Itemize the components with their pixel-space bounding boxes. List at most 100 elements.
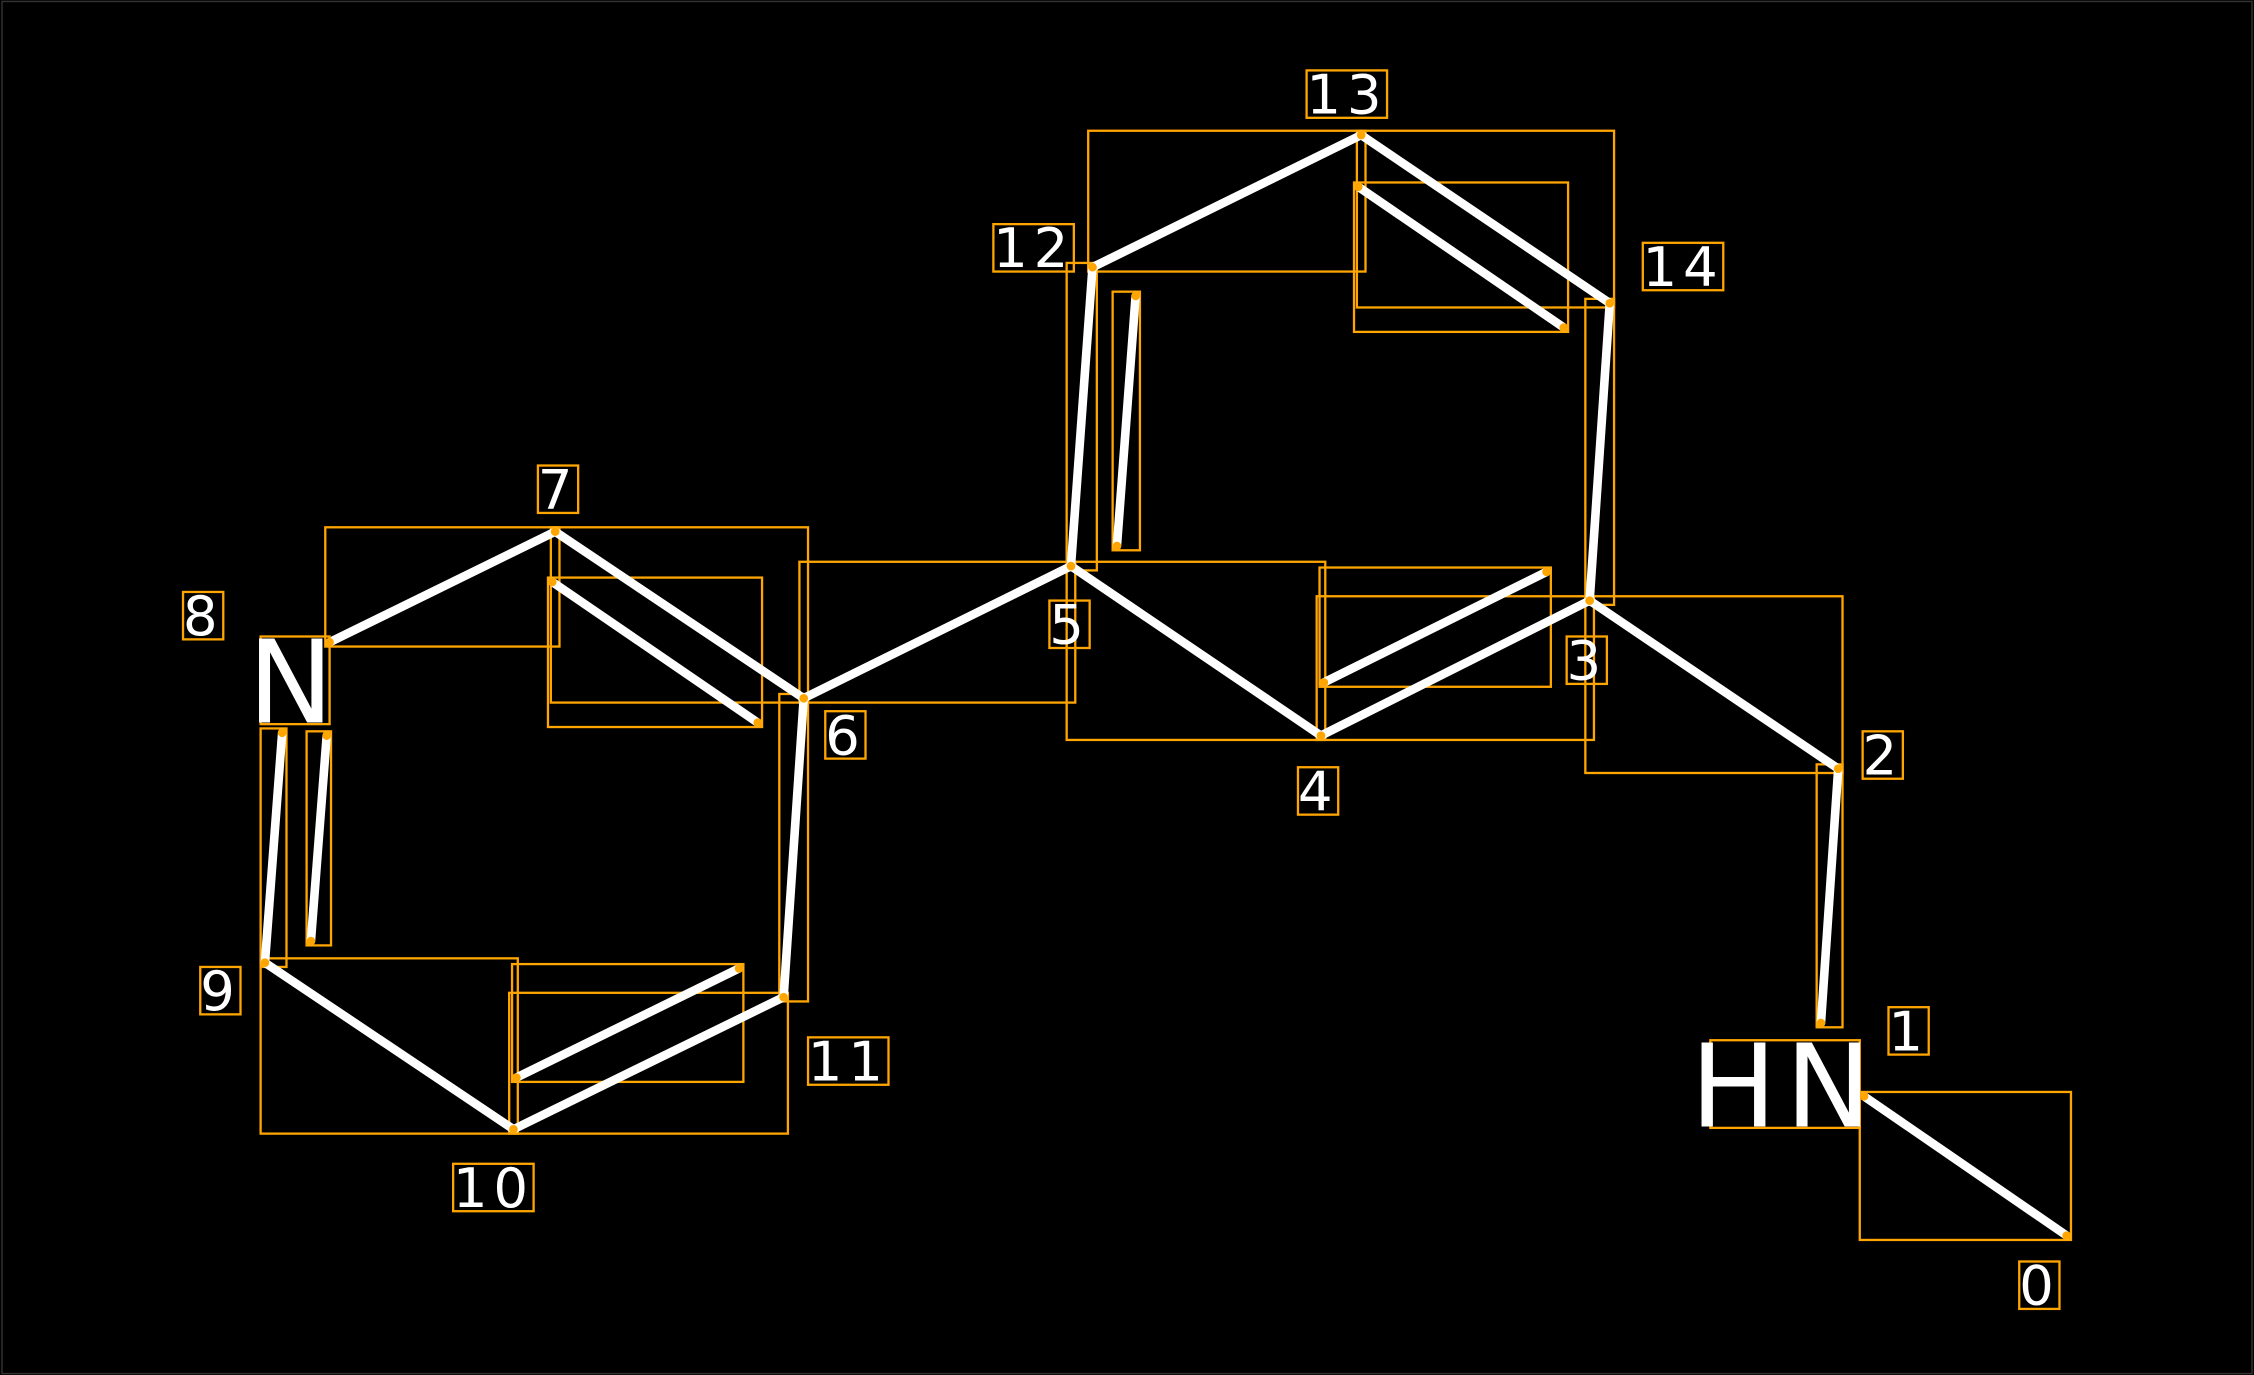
atom-index-bbox [1887,1006,1930,1056]
bond-line [509,992,788,1134]
bond-endpoint [1605,298,1615,308]
atom-index-label: 3 [1567,629,1607,693]
atom-index-label: 10 [453,1156,534,1220]
bond-line [306,731,332,946]
bond-endpoint [1542,567,1551,577]
bond-endpoint [322,731,332,740]
atom-index-bbox [1641,241,1725,292]
bond-endpoint [1816,1018,1826,1028]
atom-index-bbox [1305,69,1389,119]
bond-bbox [549,526,810,704]
bond-endpoint [1066,561,1076,571]
bond-endpoint [1585,596,1594,605]
bond-endpoint [779,992,788,1002]
bond-bbox [1858,1090,2073,1242]
bond-line [799,561,1076,703]
bond-line [1088,130,1366,272]
bond-endpoint [547,577,557,587]
atom-index-bbox [1296,766,1340,816]
bond-bbox [510,962,745,1084]
bond-line [1316,596,1594,740]
bond-bbox [1352,181,1570,334]
bond-bbox [1318,566,1552,688]
atom-index-label: 6 [825,703,865,767]
atom-index-label: 11 [808,1029,889,1093]
bond-endpoint [1354,182,1363,192]
bond-endpoint [1833,764,1843,773]
bond-endpoint [1356,130,1366,140]
atom-index-bbox [199,965,242,1016]
bond-line [779,693,809,1002]
atom-index-bbox [806,1036,890,1086]
atom-index-bbox [1861,730,1905,780]
bond-endpoint [260,958,270,967]
bond-line [550,527,809,703]
bond-endpoint [1112,541,1122,551]
bond-line [1816,764,1843,1028]
bond-endpoint [2062,1231,2071,1240]
bond-line [325,527,560,647]
atom-index-label: 4 [1298,759,1338,823]
bond-endpoint [306,936,316,946]
bond-endpoint [1088,262,1097,272]
bond-bbox [1355,129,1616,309]
atom-index-bbox [1048,599,1091,650]
atom-index-label: 5 [1049,593,1089,657]
atom-index-bbox [2018,1260,2061,1311]
bond-endpoint [734,964,744,973]
bond-bbox [1315,595,1596,742]
atom-index-bbox [1565,635,1609,686]
bond-endpoint [550,527,560,536]
bond-line [1859,1091,2071,1240]
bond-line [1356,130,1615,308]
bond-endpoint [512,1073,521,1082]
bond-line [260,958,518,1134]
atom-index-bbox [536,464,580,515]
atom-index-label: 14 [1643,235,1724,299]
bond-line [512,964,744,1082]
atom-index-label: 8 [183,584,223,648]
bond-endpoint [277,728,287,738]
atom-index-label: 0 [2019,1254,2059,1318]
atom-index-label: 7 [538,458,578,522]
atom-index-bbox [824,710,867,760]
atom-index-label: 1 [1888,999,1928,1063]
bond-line [1585,596,1843,773]
bond-bbox [1111,290,1142,552]
bond-bbox [305,730,333,947]
atom-index-label: 12 [993,216,1074,280]
bond-line [547,577,763,728]
bond-line [260,728,287,967]
bond-endpoint [1559,323,1569,332]
bond-bbox [1087,129,1367,273]
bond-endpoint [1316,731,1326,740]
bond-line [1066,262,1097,571]
bond-endpoint [509,1125,518,1134]
element-label: HN [1690,1020,1880,1154]
atom-index-bbox [452,1162,535,1213]
bond-bbox [508,991,790,1135]
bond-endpoint [1131,291,1140,301]
bond-bbox [1065,560,1327,742]
bond-line [1585,298,1615,605]
bond-endpoint [753,718,763,728]
bond-endpoint [1319,678,1329,687]
bond-bbox [798,560,1077,704]
element-label-bbox [1709,1039,1861,1130]
bond-bbox [546,576,764,729]
atom-index-bbox [992,222,1075,273]
bond-line [1112,291,1140,551]
atom-index-label: 9 [200,959,240,1023]
bond-bbox [259,957,519,1135]
atom-index-label: 2 [1863,723,1903,787]
bond-endpoint [1859,1091,1869,1101]
atom-index-label: 13 [1306,63,1387,127]
bond-line [1319,567,1551,687]
atom-index-bbox [181,590,225,641]
bond-line [1354,182,1569,332]
element-label: N [248,617,343,751]
element-label-bbox [259,635,331,726]
bond-line [1066,561,1326,740]
